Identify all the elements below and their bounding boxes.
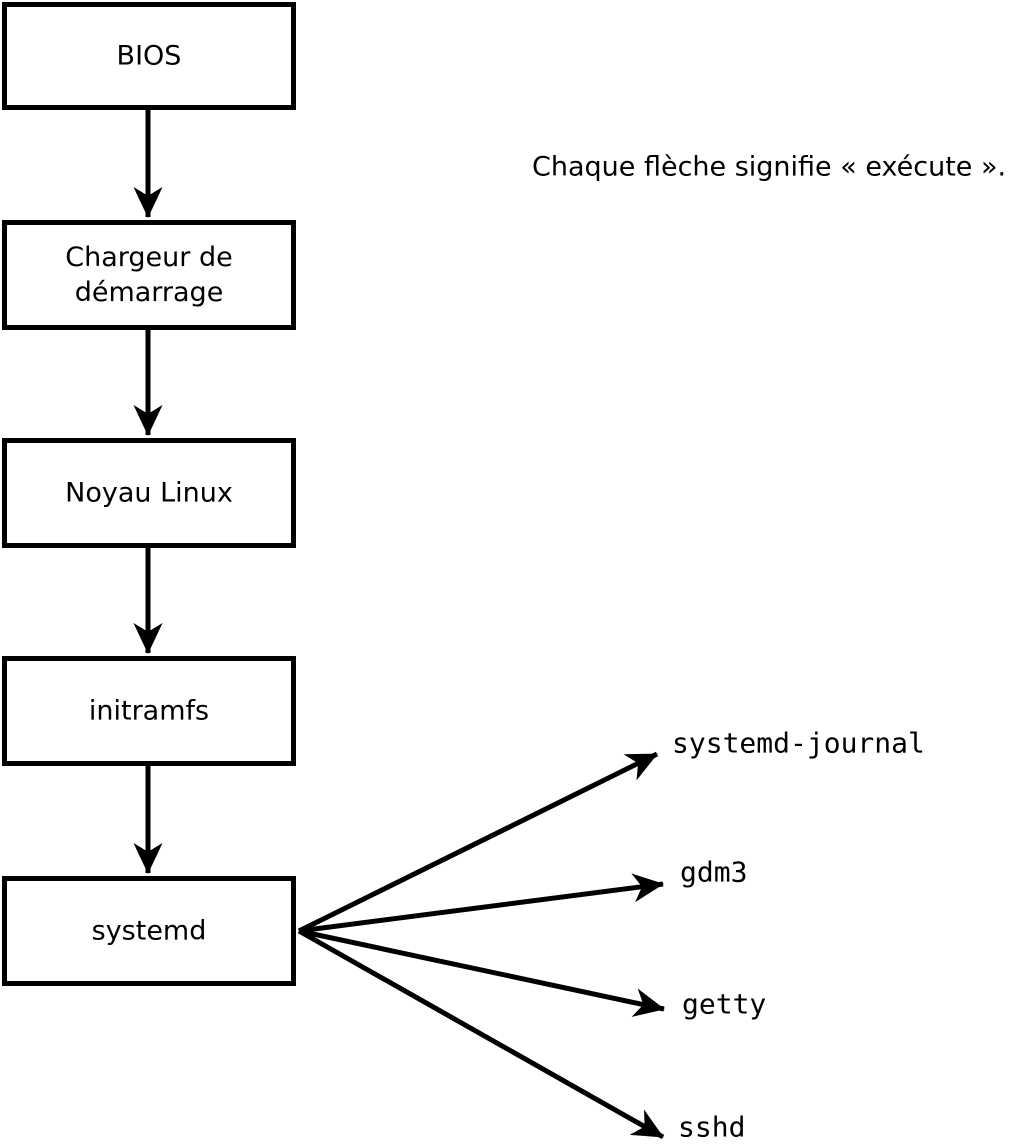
- box-systemd: [2, 876, 296, 986]
- label-systemd-journal: systemd-journal: [672, 727, 925, 760]
- box-bios: [2, 2, 296, 110]
- box-initramfs: [2, 656, 296, 766]
- arrow-legend-text: Chaque flèche signifie « exécute ».: [532, 152, 1006, 183]
- box-bootloader: [2, 220, 296, 330]
- box-systemd-label: systemd: [92, 916, 207, 947]
- label-sshd: sshd: [678, 1111, 745, 1144]
- arrow-systemd-to-sshd: [297, 928, 665, 1140]
- arrow-systemd-to-journal: [297, 751, 659, 934]
- box-initramfs-label: initramfs: [89, 696, 209, 727]
- box-kernel-label: Noyau Linux: [65, 478, 233, 509]
- arrow-systemd-to-getty: [298, 928, 665, 1017]
- box-kernel: [2, 438, 296, 548]
- box-bootloader-label-line2: démarrage: [75, 277, 224, 308]
- box-bios-label: BIOS: [117, 41, 182, 72]
- box-bootloader-label-line1: Chargeur de: [65, 242, 232, 273]
- label-gdm3: gdm3: [680, 856, 747, 889]
- arrow-systemd-to-gdm3: [298, 873, 664, 934]
- label-getty: getty: [682, 988, 766, 1021]
